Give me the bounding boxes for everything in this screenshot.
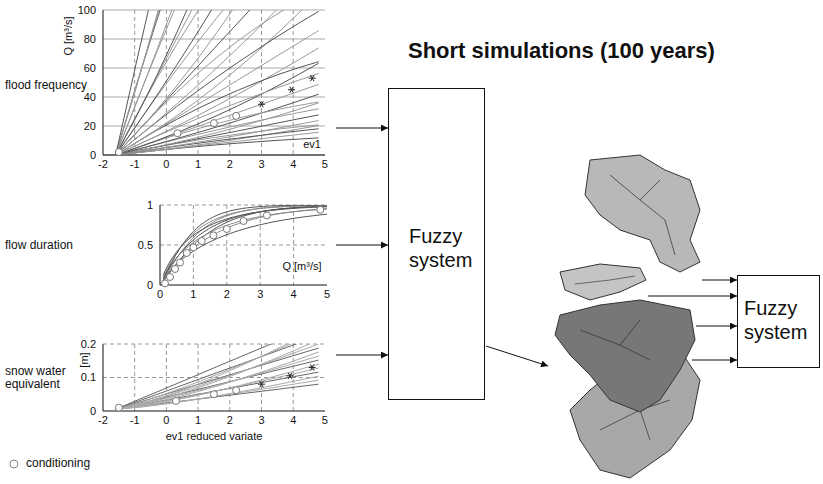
flow-arrow — [336, 245, 388, 246]
row-label: flow duration — [5, 239, 100, 252]
axis-label: 100 — [78, 4, 96, 16]
flow-arrow — [336, 128, 388, 129]
axis-label: 1 — [195, 414, 201, 426]
axis-label: 0 — [157, 288, 163, 300]
axis-label: -2 — [98, 414, 108, 426]
axis-label: 80 — [84, 33, 96, 45]
axis-label: -1 — [130, 414, 140, 426]
axis-label: 0 — [163, 414, 169, 426]
axis-label: 0 — [147, 279, 153, 291]
axis-label: 0 — [90, 405, 96, 417]
axis-label: [m] — [78, 352, 90, 367]
leader-arrows — [486, 280, 737, 366]
fuzzy-system-box: Fuzzy system — [737, 275, 820, 368]
axis-label: 3 — [257, 288, 263, 300]
axis-label: 1 — [190, 288, 196, 300]
axis-label: 0 — [163, 158, 169, 170]
axis-label: 3 — [258, 414, 264, 426]
axis-label: 5 — [324, 288, 330, 300]
axis-label: Q [m³/s] — [282, 260, 321, 272]
axis-label: 4 — [290, 414, 296, 426]
row-label: snow water equivalent — [5, 365, 77, 391]
axis-label: 60 — [84, 62, 96, 74]
box-label: Fuzzy system — [409, 224, 479, 272]
fuzzy-system-box: Fuzzy system — [388, 88, 485, 400]
axis-label: -1 — [130, 158, 140, 170]
flow-arrow — [336, 355, 388, 356]
row-label: flood frequency — [5, 79, 105, 92]
axis-label: 5 — [322, 414, 328, 426]
axis-label: 0.1 — [81, 371, 96, 383]
axis-label: 5 — [322, 158, 328, 170]
axis-label: 1 — [147, 199, 153, 211]
axis-label: ev1 — [303, 138, 321, 150]
chart-panel: snow water equivalent — [100, 344, 330, 411]
title: Short simulations (100 years) — [408, 38, 715, 64]
axis-label: 0.5 — [138, 239, 153, 251]
axis-label: -2 — [98, 158, 108, 170]
axis-label: 2 — [227, 414, 233, 426]
axis-label: 1 — [195, 158, 201, 170]
axis-label: 0 — [90, 149, 96, 161]
axis-label: Q [m³/s] — [62, 16, 74, 55]
chart-panel: flood frequency — [100, 10, 330, 155]
axis-label: 40 — [84, 91, 96, 103]
chart-panel: flow duration — [155, 205, 330, 285]
axis-label: 2 — [224, 288, 230, 300]
axis-label: ev1 reduced variate — [166, 430, 263, 442]
axis-label: 20 — [84, 120, 96, 132]
axis-label: 0.2 — [81, 338, 96, 350]
box-label: Fuzzy system — [744, 296, 814, 344]
catchment-maps — [555, 155, 700, 478]
axis-label: 4 — [291, 288, 297, 300]
axis-label: 2 — [227, 158, 233, 170]
axis-label: 4 — [290, 158, 296, 170]
axis-label: 3 — [258, 158, 264, 170]
legend-marker — [10, 460, 18, 468]
legend-text: conditioning — [26, 456, 90, 470]
